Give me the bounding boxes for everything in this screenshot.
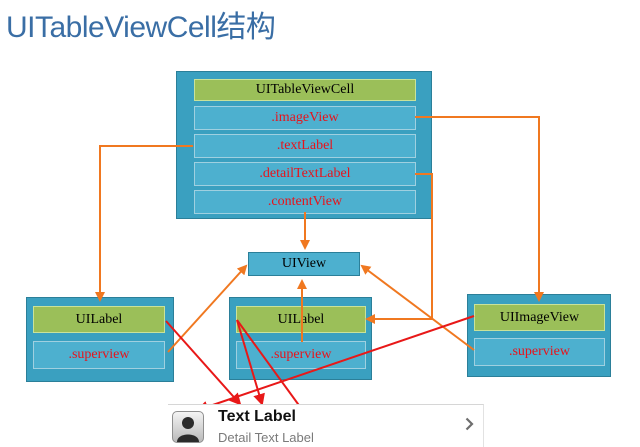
center-uilabel-box: UILabel .superview (229, 297, 372, 380)
left-uilabel-box: UILabel .superview (26, 297, 174, 382)
center-uilabel-name: UILabel (236, 306, 366, 333)
center-superview-property: .superview (236, 341, 366, 369)
chevron-right-icon[interactable] (465, 417, 474, 431)
uiimageview-superview-property: .superview (474, 338, 605, 366)
detail-text-label: Detail Text Label (218, 430, 314, 445)
tableviewcell-name: UITableViewCell (194, 79, 416, 101)
left-superview-property: .superview (33, 341, 165, 369)
person-icon (172, 411, 204, 443)
arrow-imageview-to-uiimageview (415, 116, 544, 302)
page-title: UITableViewCell结构 (6, 11, 276, 44)
text-label: Text Label (218, 408, 296, 425)
left-uilabel-name: UILabel (33, 306, 165, 333)
tableview-cell-preview[interactable]: Text Label Detail Text Label (168, 404, 484, 447)
contentview-property: .contentView (194, 190, 416, 214)
detailtextlabel-property: .detailTextLabel (194, 162, 416, 186)
uiimageview-box: UIImageView .superview (467, 294, 611, 377)
uiimageview-name: UIImageView (474, 304, 605, 331)
textlabel-property: .textLabel (194, 134, 416, 158)
imageview-property: .imageView (194, 106, 416, 130)
uiview-node: UIView (248, 252, 360, 276)
tableviewcell-box: UITableViewCell .imageView .textLabel .d… (176, 71, 432, 219)
arrow-image-superview-to-uiview (360, 264, 475, 351)
